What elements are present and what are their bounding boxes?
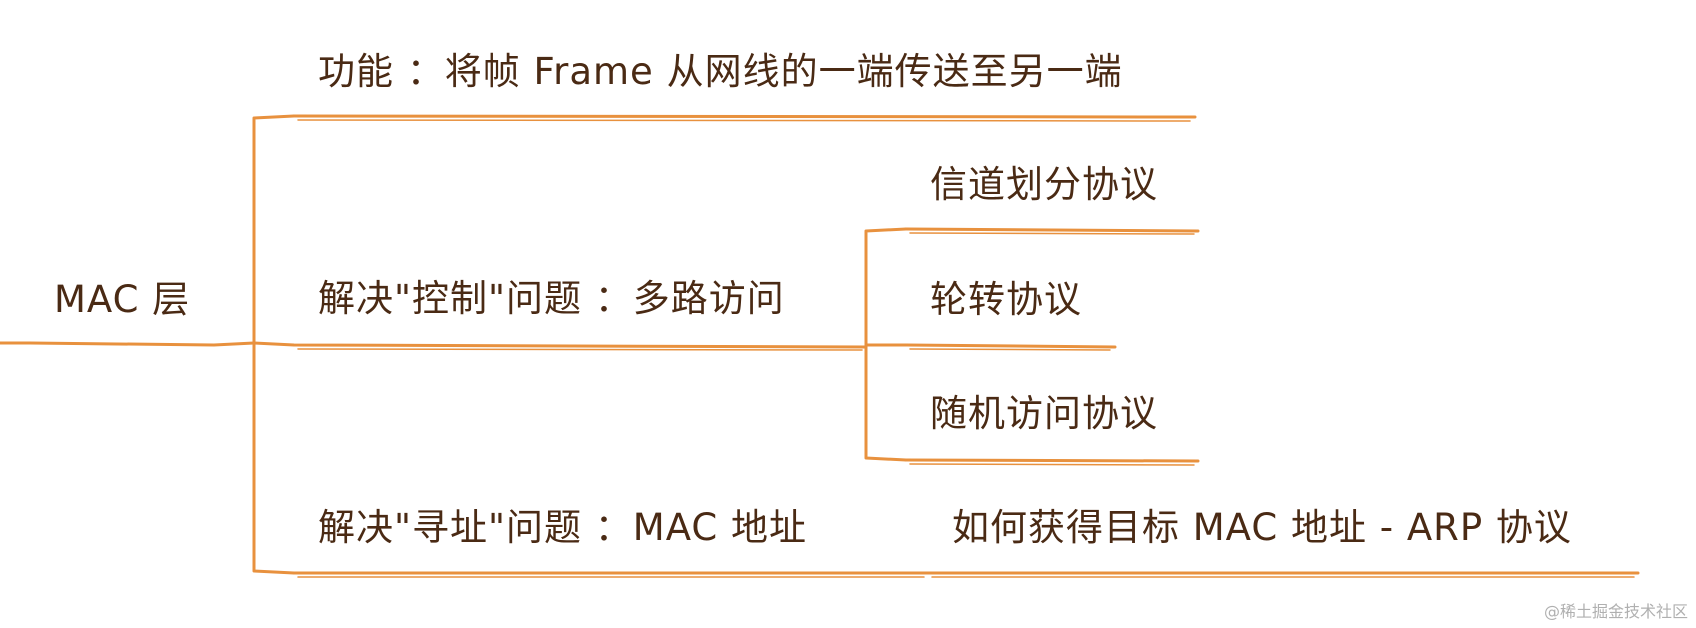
branch-underline-function-shadow (297, 119, 1191, 122)
child-channel-partition: 信道划分协议 (930, 163, 1158, 206)
watermark: @稀土掘金技术社区 (1543, 602, 1688, 621)
branch-function: 功能 ：将帧 Frame 从网线的一端传送至另一端 (318, 50, 1123, 93)
main-bracket (252, 114, 296, 345)
child-underline-rotation (904, 343, 1117, 349)
child-underline-random (904, 458, 1200, 463)
child-random-access: 随机访问协议 (930, 392, 1158, 435)
control-bracket (864, 227, 908, 347)
child-arp: 如何获得目标 MAC 地址 - ARP 协议 (952, 506, 1572, 549)
branch-underline-control-shadow (297, 348, 863, 351)
branch-underline-control (252, 341, 868, 349)
branch-addressing: 解决"寻址"问题 ：MAC 地址 (318, 506, 807, 549)
child-underline-rotation-shadow (909, 348, 1111, 351)
child-underline-random-shadow (909, 463, 1195, 466)
child-rotation: 轮转协议 (930, 278, 1082, 321)
branch-underline-function (292, 114, 1197, 119)
root-underline (0, 341, 256, 347)
child-underline-channel (904, 227, 1200, 233)
main-bracket-lower (252, 341, 296, 575)
child-underline-channel-shadow (909, 232, 1195, 235)
root-node: MAC 层 (54, 278, 191, 321)
branch-control: 解决"控制"问题 ：多路访问 (318, 277, 785, 320)
control-bracket-lower (864, 343, 908, 462)
